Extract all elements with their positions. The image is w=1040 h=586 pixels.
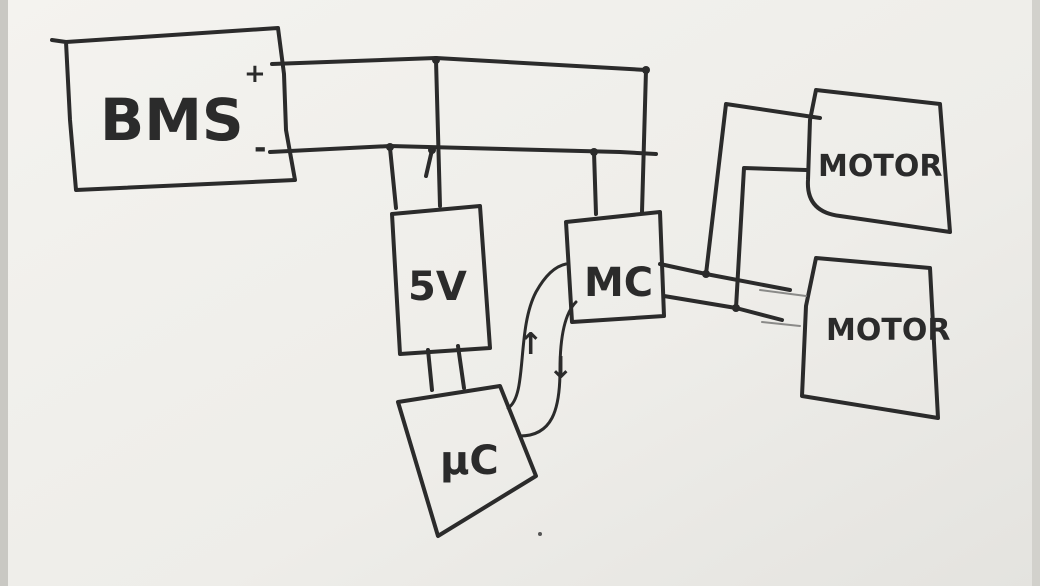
microcontroller-block: µC bbox=[396, 384, 538, 538]
motor-top-feed-wire-2 bbox=[734, 166, 808, 310]
bms-label: BMS bbox=[100, 86, 244, 154]
regulator-box-outline bbox=[390, 204, 492, 356]
microcontroller-label: µC bbox=[440, 438, 499, 484]
microcontroller-box-outline bbox=[396, 384, 538, 538]
motor-top-box-outline bbox=[805, 88, 952, 234]
regulator-branch-wire bbox=[424, 148, 434, 178]
regulator-to-uc-wire-1 bbox=[426, 348, 434, 392]
mc-box-outline bbox=[564, 210, 666, 324]
positive-terminal-label: + bbox=[244, 59, 266, 89]
motor-bottom-label: MOTOR bbox=[826, 313, 950, 348]
regulator-block: 5V bbox=[390, 204, 492, 356]
arrow-up-glyph: ↑ bbox=[518, 327, 543, 362]
motor-top-label: MOTOR bbox=[818, 149, 942, 184]
mc-block: MC bbox=[564, 210, 666, 324]
motor-bottom-block: MOTOR bbox=[800, 256, 950, 420]
motor-top-feed-wire-1 bbox=[704, 102, 822, 276]
regulator-to-uc-wire-2 bbox=[456, 344, 466, 390]
regulator-label: 5V bbox=[408, 264, 467, 310]
regulator-negative-wire bbox=[388, 146, 398, 210]
negative-terminal-label: - bbox=[254, 131, 266, 166]
mc-label: MC bbox=[584, 260, 653, 306]
mc-negative-wire bbox=[592, 150, 598, 216]
uc-to-mc-link-upper bbox=[506, 262, 568, 410]
ghost-mark-1 bbox=[759, 289, 807, 297]
uc-to-mc-link-lower bbox=[518, 300, 578, 438]
board-edge-right bbox=[1032, 0, 1040, 586]
regulator-positive-wire bbox=[434, 58, 442, 208]
ghost-mark-2 bbox=[761, 321, 801, 327]
bms-box-outline bbox=[50, 26, 297, 192]
bms-block: BMS + - bbox=[50, 26, 297, 192]
board-edge-left bbox=[0, 0, 8, 586]
ink-dot bbox=[538, 532, 542, 536]
motor-bottom-box-outline bbox=[800, 256, 940, 420]
arrow-down-glyph: ↓ bbox=[548, 351, 573, 386]
mc-positive-wire bbox=[640, 68, 648, 214]
motor-top-block: MOTOR bbox=[805, 88, 952, 234]
negative-bus-wire bbox=[268, 144, 658, 156]
